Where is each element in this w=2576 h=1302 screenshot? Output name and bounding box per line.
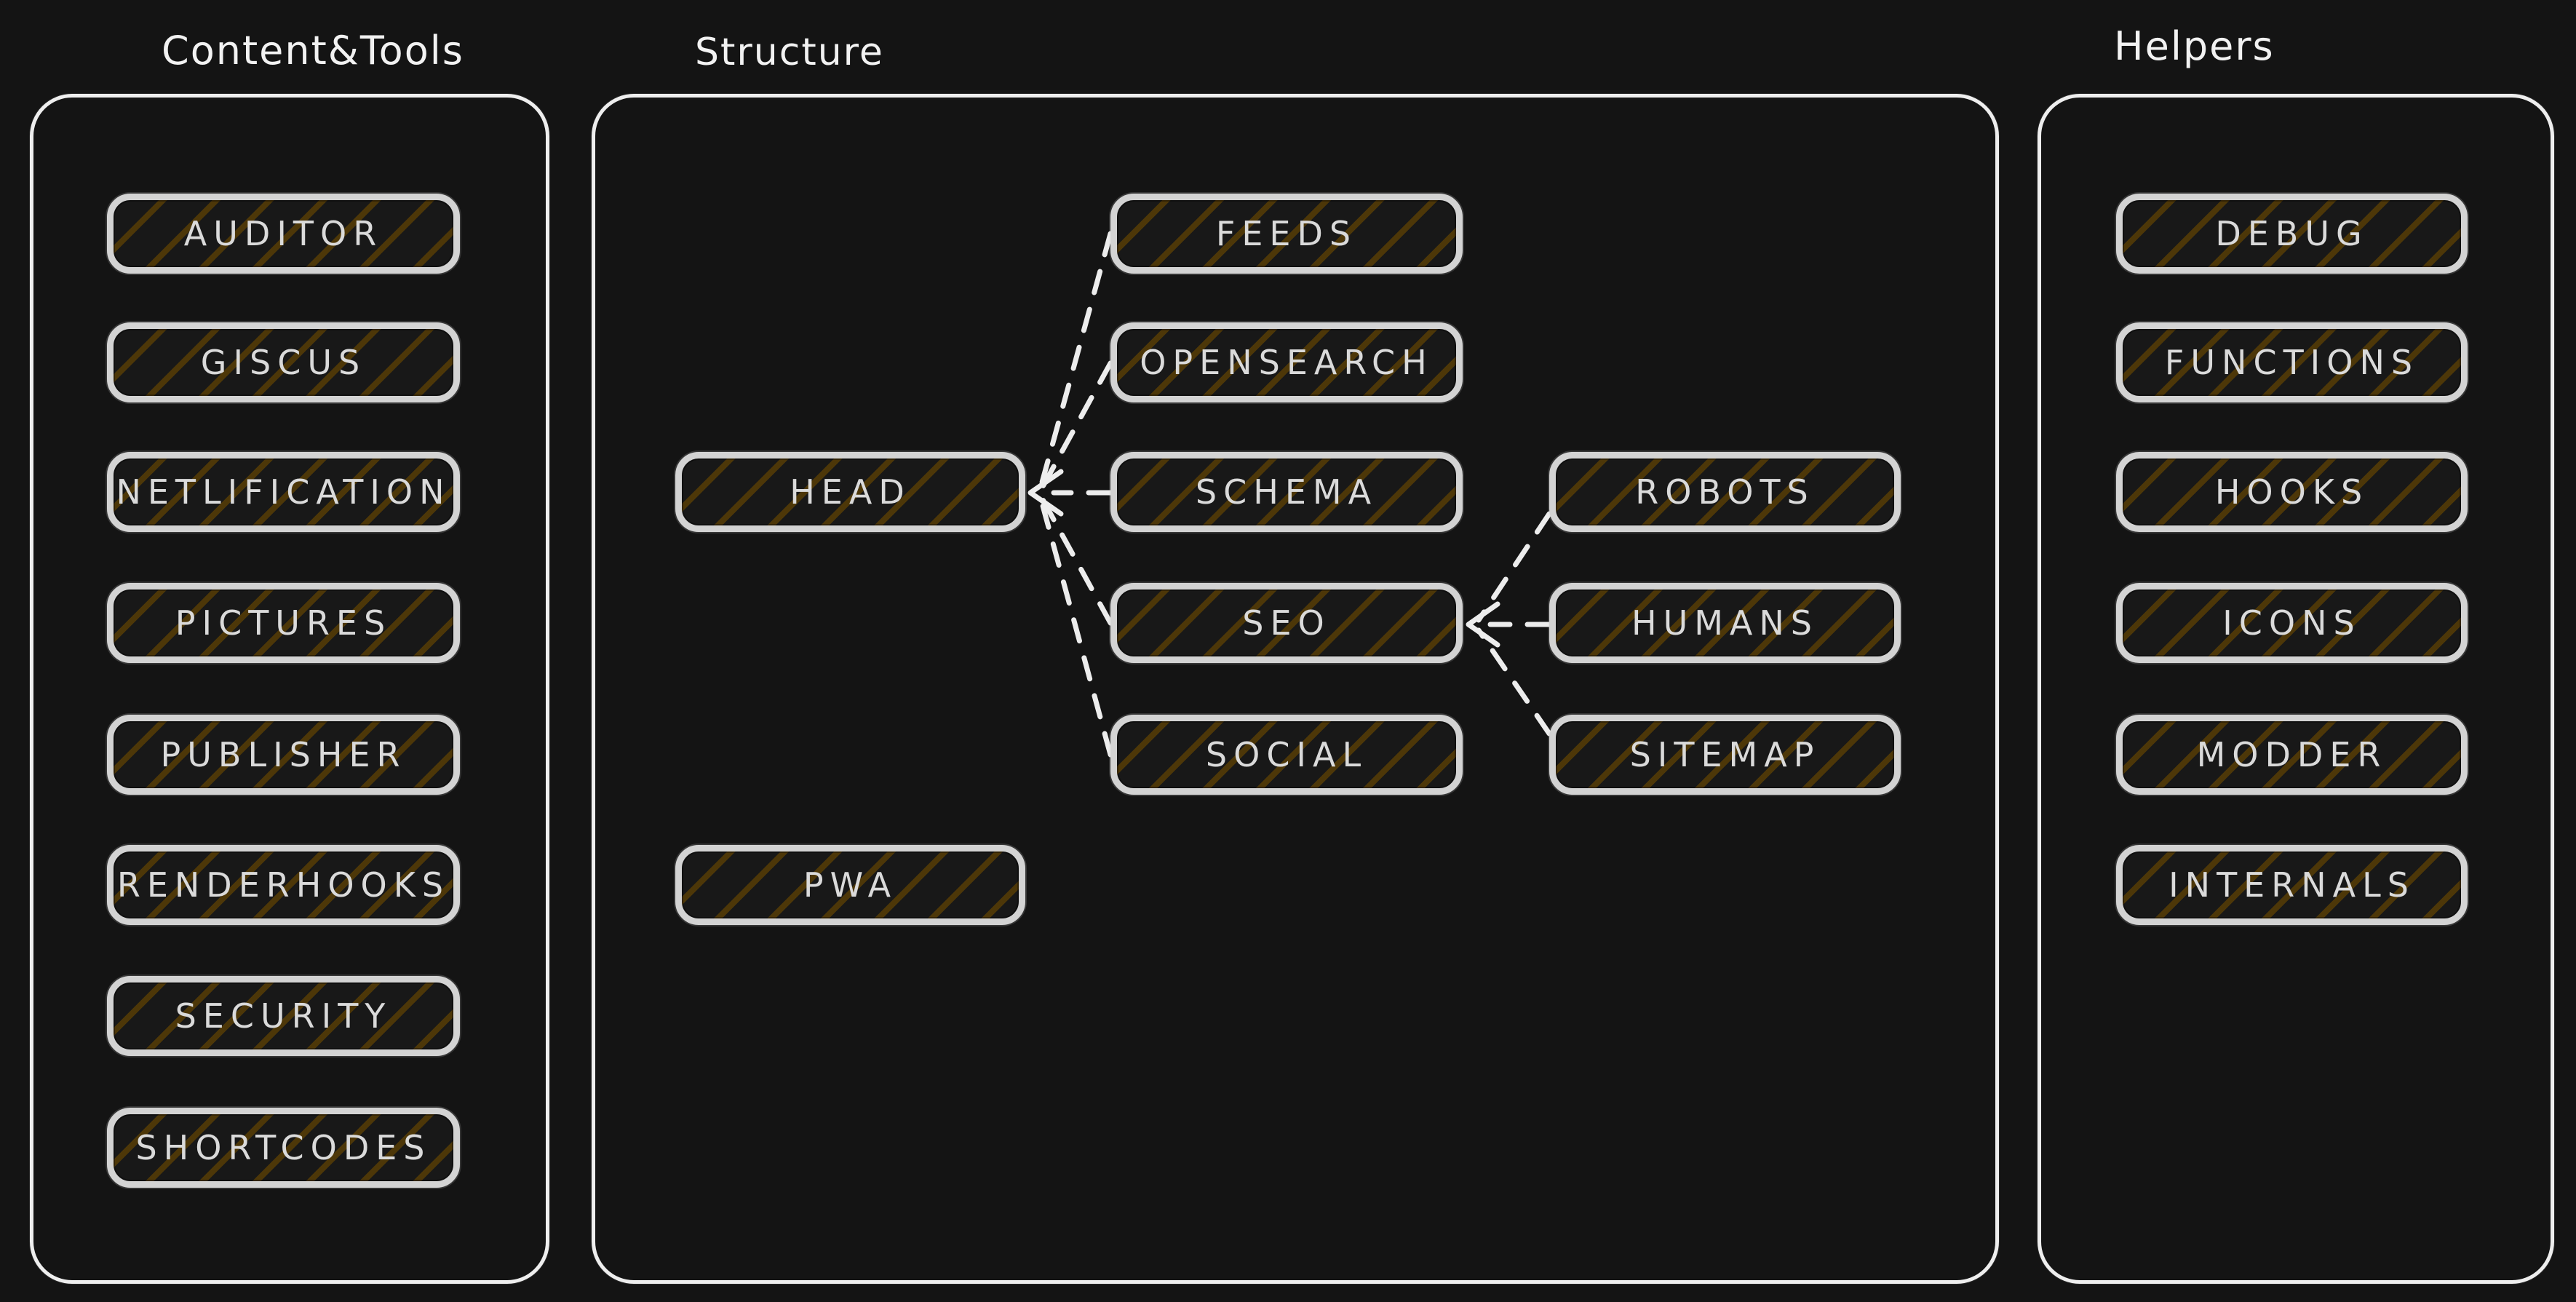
node-feeds[interactable]: FEEDS: [1110, 194, 1463, 274]
node-social[interactable]: SOCIAL: [1110, 715, 1463, 795]
node-giscus[interactable]: GISCUS: [107, 322, 460, 402]
node-schema[interactable]: SCHEMA: [1110, 452, 1463, 532]
connector-seo-head: [1038, 493, 1113, 626]
connector-sitemap-seo: [1476, 627, 1552, 737]
node-hooks[interactable]: HOOKS: [2116, 452, 2468, 532]
connector-opensearch-head: [1038, 360, 1113, 493]
connector-social-head: [1038, 495, 1113, 758]
node-renderhooks[interactable]: RENDERHOOKS: [107, 845, 460, 925]
node-sitemap[interactable]: SITEMAP: [1549, 715, 1901, 795]
node-security[interactable]: SECURITY: [107, 976, 460, 1056]
node-shortcodes[interactable]: SHORTCODES: [107, 1108, 460, 1188]
arrowhead-into-head-icon: [1027, 469, 1064, 517]
node-modder[interactable]: MODDER: [2116, 715, 2468, 795]
node-functions[interactable]: FUNCTIONS: [2116, 322, 2468, 402]
group-title-structure: Structure: [695, 31, 884, 74]
group-panel-content-tools: [30, 94, 549, 1284]
node-internals[interactable]: INTERNALS: [2116, 845, 2468, 925]
node-humans[interactable]: HUMANS: [1549, 583, 1901, 663]
group-title-helpers: Helpers: [2114, 23, 2275, 69]
group-title-content-tools: Content&Tools: [162, 28, 464, 74]
node-icons[interactable]: ICONS: [2116, 583, 2468, 663]
arrowhead-into-seo-icon: [1466, 601, 1500, 648]
node-pwa[interactable]: PWA: [675, 845, 1025, 925]
group-panel-structure: [592, 94, 1999, 1284]
node-seo[interactable]: SEO: [1110, 583, 1463, 663]
group-panel-helpers: [2038, 94, 2554, 1284]
connector-feeds-head: [1038, 231, 1113, 491]
node-auditor[interactable]: AUDITOR: [107, 194, 460, 274]
node-publisher[interactable]: PUBLISHER: [107, 715, 460, 795]
connector-robots-seo: [1476, 511, 1552, 623]
node-opensearch[interactable]: OPENSEARCH: [1110, 322, 1463, 402]
node-pictures[interactable]: PICTURES: [107, 583, 460, 663]
node-robots[interactable]: ROBOTS: [1549, 452, 1901, 532]
node-head[interactable]: HEAD: [675, 452, 1025, 532]
node-debug[interactable]: DEBUG: [2116, 194, 2468, 274]
node-netlification[interactable]: NETLIFICATION: [107, 452, 460, 532]
